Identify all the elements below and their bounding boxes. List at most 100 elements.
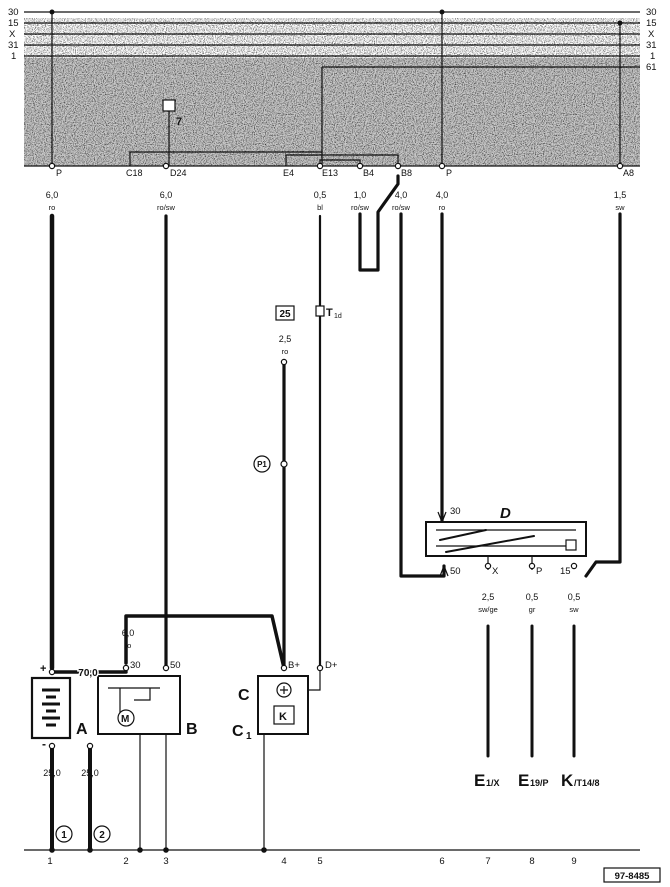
ground-markers: 1 2 [55,825,111,843]
switch-terminal-x: X [492,566,499,577]
relay-7-label: 7 [176,116,182,128]
starter-motor: M B 30 50 [97,660,198,738]
track-number-3: 3 [163,856,168,867]
wire-x-color: sw/ge [478,605,498,614]
pin-node-b8 [394,162,402,170]
starter-terminal-30: 30 [130,660,141,671]
node-battery-minus [48,742,56,750]
dest-e19-sub: 19/P [530,778,549,788]
node-switch-15 [570,562,578,570]
track-numbers: 1 2 3 4 5 6 7 8 9 [47,856,576,867]
wire-b8-size: 4,0 [395,190,408,200]
bus-node-15 [617,20,623,26]
splice-p1-label: P1 [257,460,267,469]
wire-labels-top: 6,0 ro 6,0 ro/sw 0,5 bl 1,0 ro/sw 4,0 ro… [46,190,627,212]
wire-p-color: gr [529,605,536,614]
alternator-terminal-dplus: D+ [325,660,338,671]
wire-track-9 [584,212,622,578]
wire-1-size: 6,0 [46,190,59,200]
ground-1-label: 1 [61,830,67,841]
c18-d24-link [129,151,323,166]
battery: A + - [30,663,88,751]
bus-label-left-30: 30 [8,7,19,18]
wire-p-size: 0,5 [526,592,539,602]
bus-label-right-61: 61 [646,62,657,73]
panel-pin-nodes [48,162,624,170]
track-number-9: 9 [571,856,576,867]
wire-25-color: ro [282,347,289,356]
track-number-1: 1 [47,856,52,867]
wire-3-size: 6,0 [160,190,173,200]
wire-9-color: sw [615,203,625,212]
switch-terminal-50: 50 [450,566,461,577]
pin-node-a8 [616,162,624,170]
node-battery-plus [48,668,56,676]
fuse-25-label: 25 [279,309,291,320]
pin-node-d24 [162,162,170,170]
wire-starter-color: ro [125,641,132,650]
wire-15-color: sw [569,605,579,614]
wire-6-color: ro [439,203,446,212]
wire-battery-size-ink: 70,0 [78,668,98,679]
battery-minus: - [42,737,46,751]
connector-t1d-sub: 1d [334,313,342,320]
reference-number-box [603,867,661,883]
bus-label-left-x: X [9,29,16,40]
starter-label: B [186,721,198,738]
splice-p1-node [280,460,288,468]
wire-starter-30-to-alternator [124,614,286,670]
pin-node-p-right [438,162,446,170]
wire-starter-size: 6,0 [122,628,135,638]
track-number-4: 4 [281,856,286,867]
regulator-label: C [232,723,244,740]
node-switch-x [484,562,492,570]
pin-node-e13 [316,162,324,170]
pin-p-right: P [446,168,452,178]
pin-b8: B8 [401,168,412,178]
ground-1-circle [55,825,73,843]
bus-label-left-15: 15 [8,18,19,29]
bus-label-right-31: 31 [646,40,657,51]
node-switch-p [528,562,536,570]
wire-b4-color: ro/sw [351,203,370,212]
wire-3-color: ro/sw [157,203,176,212]
wire-15-size: 0,5 [568,592,581,602]
bus-node-30-left [49,9,55,15]
ground-bus-nodes [49,847,267,853]
panel-pins: P C18 D24 E4 E13 B4 B8 P A8 [56,168,634,178]
dest-k-sub: /T14/8 [574,778,600,788]
svg-text:M: M [121,714,129,725]
battery-plus: + [40,663,46,675]
track-number-5: 5 [317,856,322,867]
relay-panel-texture [24,18,640,166]
wire-9-size: 1,5 [614,190,627,200]
ground-node-4 [261,847,267,853]
wire-25-size: 2,5 [279,334,292,344]
wire-d-to-alternator-dplus [306,668,321,691]
pin-a8: A8 [623,168,634,178]
reference-number: 97-8485 [615,871,651,882]
wire-ground-2-size: 25,0 [81,768,99,778]
bus-labels-left: 30 15 X 31 1 [8,7,19,62]
wire-5-color: bl [317,203,323,212]
bus-label-left-31: 31 [8,40,19,51]
track-number-2: 2 [123,856,128,867]
arrow-switch-30 [437,511,447,523]
node-starter-50 [162,664,170,672]
pin-p-left: P [56,168,62,178]
track-number-7: 7 [485,856,490,867]
bus-labels-right: 30 15 X 31 1 61 [646,7,657,73]
bus-label-right-15: 15 [646,18,657,29]
ground-node-2 [87,847,93,853]
wire-x-size: 2,5 [482,592,495,602]
ground-2-label: 2 [99,830,105,841]
dest-k: K [561,771,574,790]
alternator-terminal-bplus: B+ [288,660,300,671]
bus-node-30-right [439,9,445,15]
e4-b8-link [285,154,399,166]
ground-node-1 [49,847,55,853]
alternator-label: C [238,687,250,704]
wire-b4-size: 1,0 [354,190,367,200]
wire-1-color: ro [49,203,56,212]
